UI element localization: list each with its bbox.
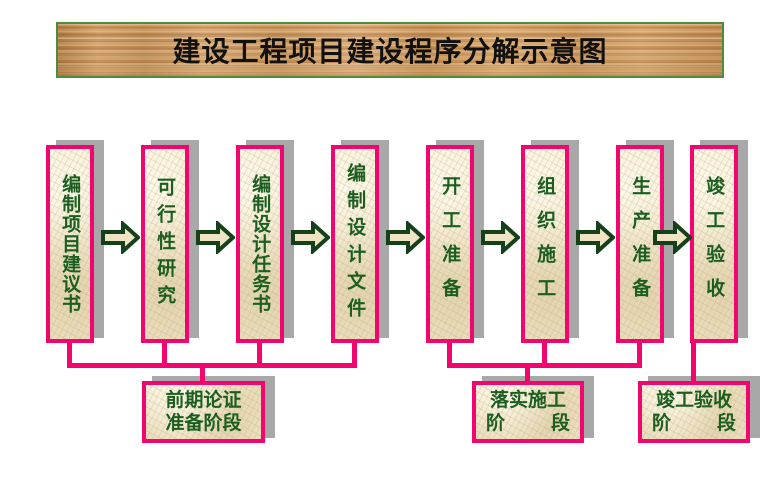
- phase-box-1[interactable]: 前期论证 准备阶段: [142, 381, 265, 443]
- connector-drop-step-6: [542, 343, 547, 368]
- arrow-step2-to-step3-icon: [196, 219, 236, 256]
- phase-box-3-line-2: 阶 段: [642, 412, 746, 435]
- flow-step-4-label: 编制设计文件: [344, 163, 367, 325]
- flow-step-1[interactable]: 编制项目建议书: [46, 145, 94, 343]
- flow-step-5-label: 开工准备: [439, 176, 462, 312]
- flow-step-1-label: 编制项目建议书: [59, 174, 82, 314]
- phase-box-2[interactable]: 落实施工 阶 段: [472, 381, 584, 443]
- phase-box-2-line-1: 落实施工: [489, 388, 566, 411]
- arrow-step5-to-step6-icon: [481, 219, 521, 256]
- page-title: 建设工程项目建设程序分解示意图: [172, 35, 608, 68]
- phase-box-2-line-2-right: 段: [550, 412, 570, 434]
- arrow-step4-to-step5-icon: [386, 219, 426, 256]
- arrow-step7-to-step8-icon: [653, 219, 693, 256]
- title-banner: 建设工程项目建设程序分解示意图: [56, 22, 724, 78]
- connector-drop-step-2: [162, 343, 167, 368]
- phase-box-3-line-2-left: 阶: [652, 412, 672, 434]
- phase-box-3-line-1: 竣工验收: [655, 388, 732, 411]
- arrow-step3-to-step4-icon: [291, 219, 331, 256]
- connector-drop-step-1: [67, 343, 72, 368]
- flow-step-6[interactable]: 组织施工: [521, 145, 569, 343]
- connector-stem-phase-3: [691, 343, 696, 388]
- flow-step-3-label: 编制设计任务书: [249, 174, 272, 314]
- connector-bus-phase-1: [67, 363, 357, 368]
- connector-drop-step-4: [352, 343, 357, 368]
- arrow-step6-to-step7-icon: [576, 219, 616, 256]
- phase-box-2-line-2: 阶 段: [476, 412, 580, 435]
- flow-step-7-label: 生产准备: [629, 176, 652, 312]
- connector-drop-step-3: [257, 343, 262, 368]
- phase-box-1-line-1: 前期论证: [165, 388, 242, 411]
- flow-step-2-label: 可行性研究: [154, 176, 177, 312]
- flow-step-4[interactable]: 编制设计文件: [331, 145, 379, 343]
- connector-stem-phase-1: [200, 363, 205, 388]
- flow-step-6-label: 组织施工: [534, 176, 557, 312]
- flow-step-2[interactable]: 可行性研究: [141, 145, 189, 343]
- phase-box-3-line-2-right: 段: [716, 412, 736, 434]
- flow-step-8[interactable]: 竣工验收: [690, 145, 738, 343]
- connector-bus-phase-2: [447, 363, 642, 368]
- connector-stem-phase-2: [525, 363, 530, 388]
- phase-box-2-line-2-left: 阶: [486, 412, 506, 434]
- phase-box-1-line-2: 准备阶段: [165, 412, 242, 434]
- connector-drop-step-5: [447, 343, 452, 368]
- arrow-step1-to-step2-icon: [101, 219, 141, 256]
- flow-step-3[interactable]: 编制设计任务书: [236, 145, 284, 343]
- flow-step-8-label: 竣工验收: [703, 176, 726, 312]
- connector-drop-step-7: [637, 343, 642, 368]
- phase-box-3[interactable]: 竣工验收 阶 段: [638, 381, 750, 443]
- flow-step-5[interactable]: 开工准备: [426, 145, 474, 343]
